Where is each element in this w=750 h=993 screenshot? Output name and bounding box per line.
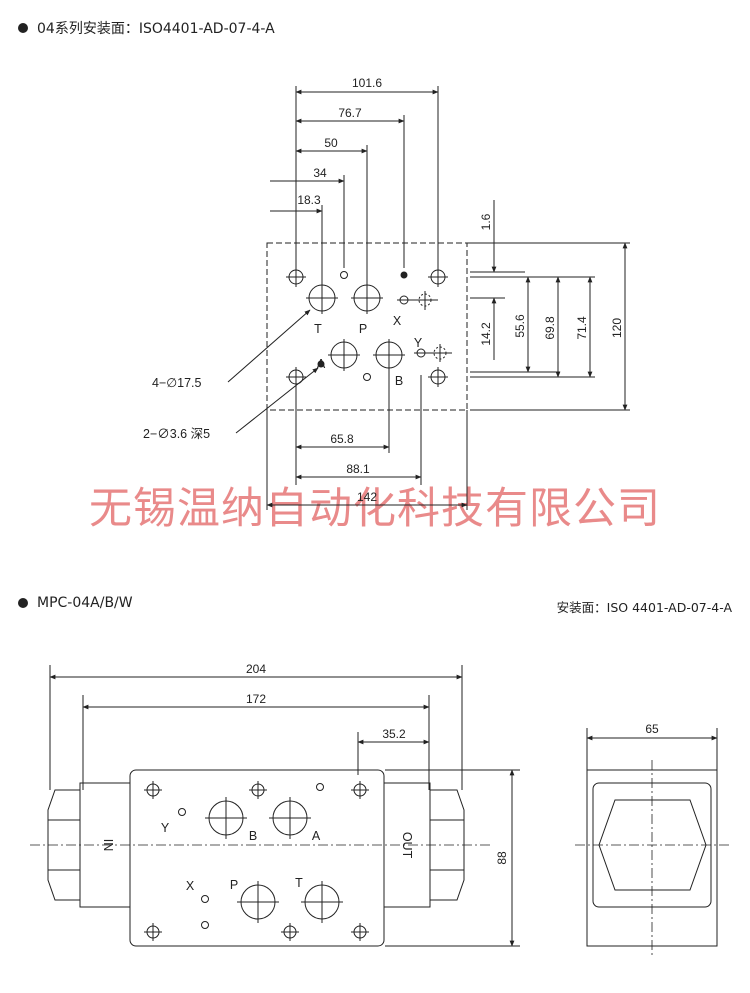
valve-port-t bbox=[301, 881, 343, 923]
dim-1-6: 1.6 bbox=[479, 213, 493, 230]
bolt-hole bbox=[144, 923, 162, 941]
bullet-icon bbox=[18, 598, 28, 608]
bolt-hole bbox=[351, 923, 369, 941]
bolt-hole bbox=[286, 367, 306, 387]
dim-71-4: 71.4 bbox=[575, 316, 589, 340]
pin-hole bbox=[400, 271, 408, 279]
callout-pin-holes: 2−∅3.6 深5 bbox=[143, 427, 210, 441]
valve-port-p bbox=[237, 881, 279, 923]
dim-69-8: 69.8 bbox=[543, 316, 557, 340]
bolt-hole bbox=[249, 781, 267, 799]
dim-172: 172 bbox=[246, 692, 266, 706]
valve-label-y: Y bbox=[161, 821, 170, 835]
pin-hole bbox=[317, 360, 325, 368]
outlet-label: OUT bbox=[400, 832, 414, 859]
dim-65: 65 bbox=[645, 722, 659, 736]
bullet-icon bbox=[18, 23, 28, 33]
dim-34: 34 bbox=[313, 166, 327, 180]
dim-35-2: 35.2 bbox=[382, 727, 406, 741]
valve-side-view bbox=[575, 728, 730, 955]
dim-18-3: 18.3 bbox=[297, 193, 321, 207]
port-label-y: Y bbox=[414, 336, 423, 350]
section2-header: MPC-04A/B/W bbox=[18, 595, 133, 611]
port-label-t: T bbox=[314, 322, 322, 336]
valve-label-b: B bbox=[249, 829, 257, 843]
valve-label-a: A bbox=[312, 829, 321, 843]
pin-hole bbox=[340, 271, 348, 279]
port-label-a: A bbox=[317, 357, 326, 371]
port-label-x: X bbox=[393, 314, 402, 328]
section1-header: 04系列安装面：ISO4401-AD-07-4-A bbox=[18, 18, 275, 38]
dim-14-2: 14.2 bbox=[479, 322, 493, 346]
dim-65-8: 65.8 bbox=[330, 432, 354, 446]
bolt-hole bbox=[144, 781, 162, 799]
dim-50: 50 bbox=[324, 136, 338, 150]
mounting-surface-drawing bbox=[227, 86, 630, 510]
pilot-hole bbox=[201, 895, 209, 903]
pin-hole bbox=[363, 373, 371, 381]
bolt-hole bbox=[351, 781, 369, 799]
port-y-hole bbox=[414, 344, 452, 362]
pin-hole bbox=[316, 783, 324, 791]
valve-label-x: X bbox=[186, 879, 195, 893]
valve-port-b bbox=[205, 797, 247, 839]
bolt-hole bbox=[286, 267, 306, 287]
valve-port-a bbox=[269, 797, 311, 839]
dim-55-6: 55.6 bbox=[513, 314, 527, 338]
dim-120: 120 bbox=[610, 318, 624, 338]
dim-88: 88 bbox=[495, 851, 509, 865]
section1-title: 04系列安装面：ISO4401-AD-07-4-A bbox=[37, 21, 275, 37]
valve-front-view bbox=[30, 665, 520, 947]
dim-142: 142 bbox=[357, 490, 377, 504]
port-label-b: B bbox=[395, 374, 403, 388]
pin-hole bbox=[201, 921, 209, 929]
pilot-hole bbox=[178, 808, 186, 816]
dim-101-6: 101.6 bbox=[352, 76, 382, 90]
section2-title: MPC-04A/B/W bbox=[37, 595, 133, 611]
port-t-hole bbox=[306, 282, 338, 314]
port-b-hole bbox=[373, 339, 405, 371]
valve-label-p: P bbox=[230, 878, 238, 892]
company-watermark: 无锡温纳自动化科技有限公司 bbox=[89, 484, 661, 534]
dim-88-1: 88.1 bbox=[346, 462, 370, 476]
port-label-p: P bbox=[359, 322, 367, 336]
bolt-hole bbox=[428, 367, 448, 387]
bolt-hole bbox=[281, 923, 299, 941]
dim-204: 204 bbox=[246, 662, 266, 676]
port-p-hole bbox=[351, 282, 383, 314]
bolt-hole bbox=[428, 267, 448, 287]
valve-body bbox=[129, 769, 385, 947]
valve-label-t: T bbox=[295, 876, 303, 890]
section2-mounting-note: 安装面：ISO 4401-AD-07-4-A bbox=[556, 600, 732, 615]
port-x-hole bbox=[397, 291, 438, 310]
callout-port-holes: 4−∅17.5 bbox=[152, 376, 202, 390]
inlet-label: IN bbox=[101, 839, 115, 852]
port-a-hole bbox=[328, 339, 360, 371]
dim-76-7: 76.7 bbox=[338, 106, 362, 120]
